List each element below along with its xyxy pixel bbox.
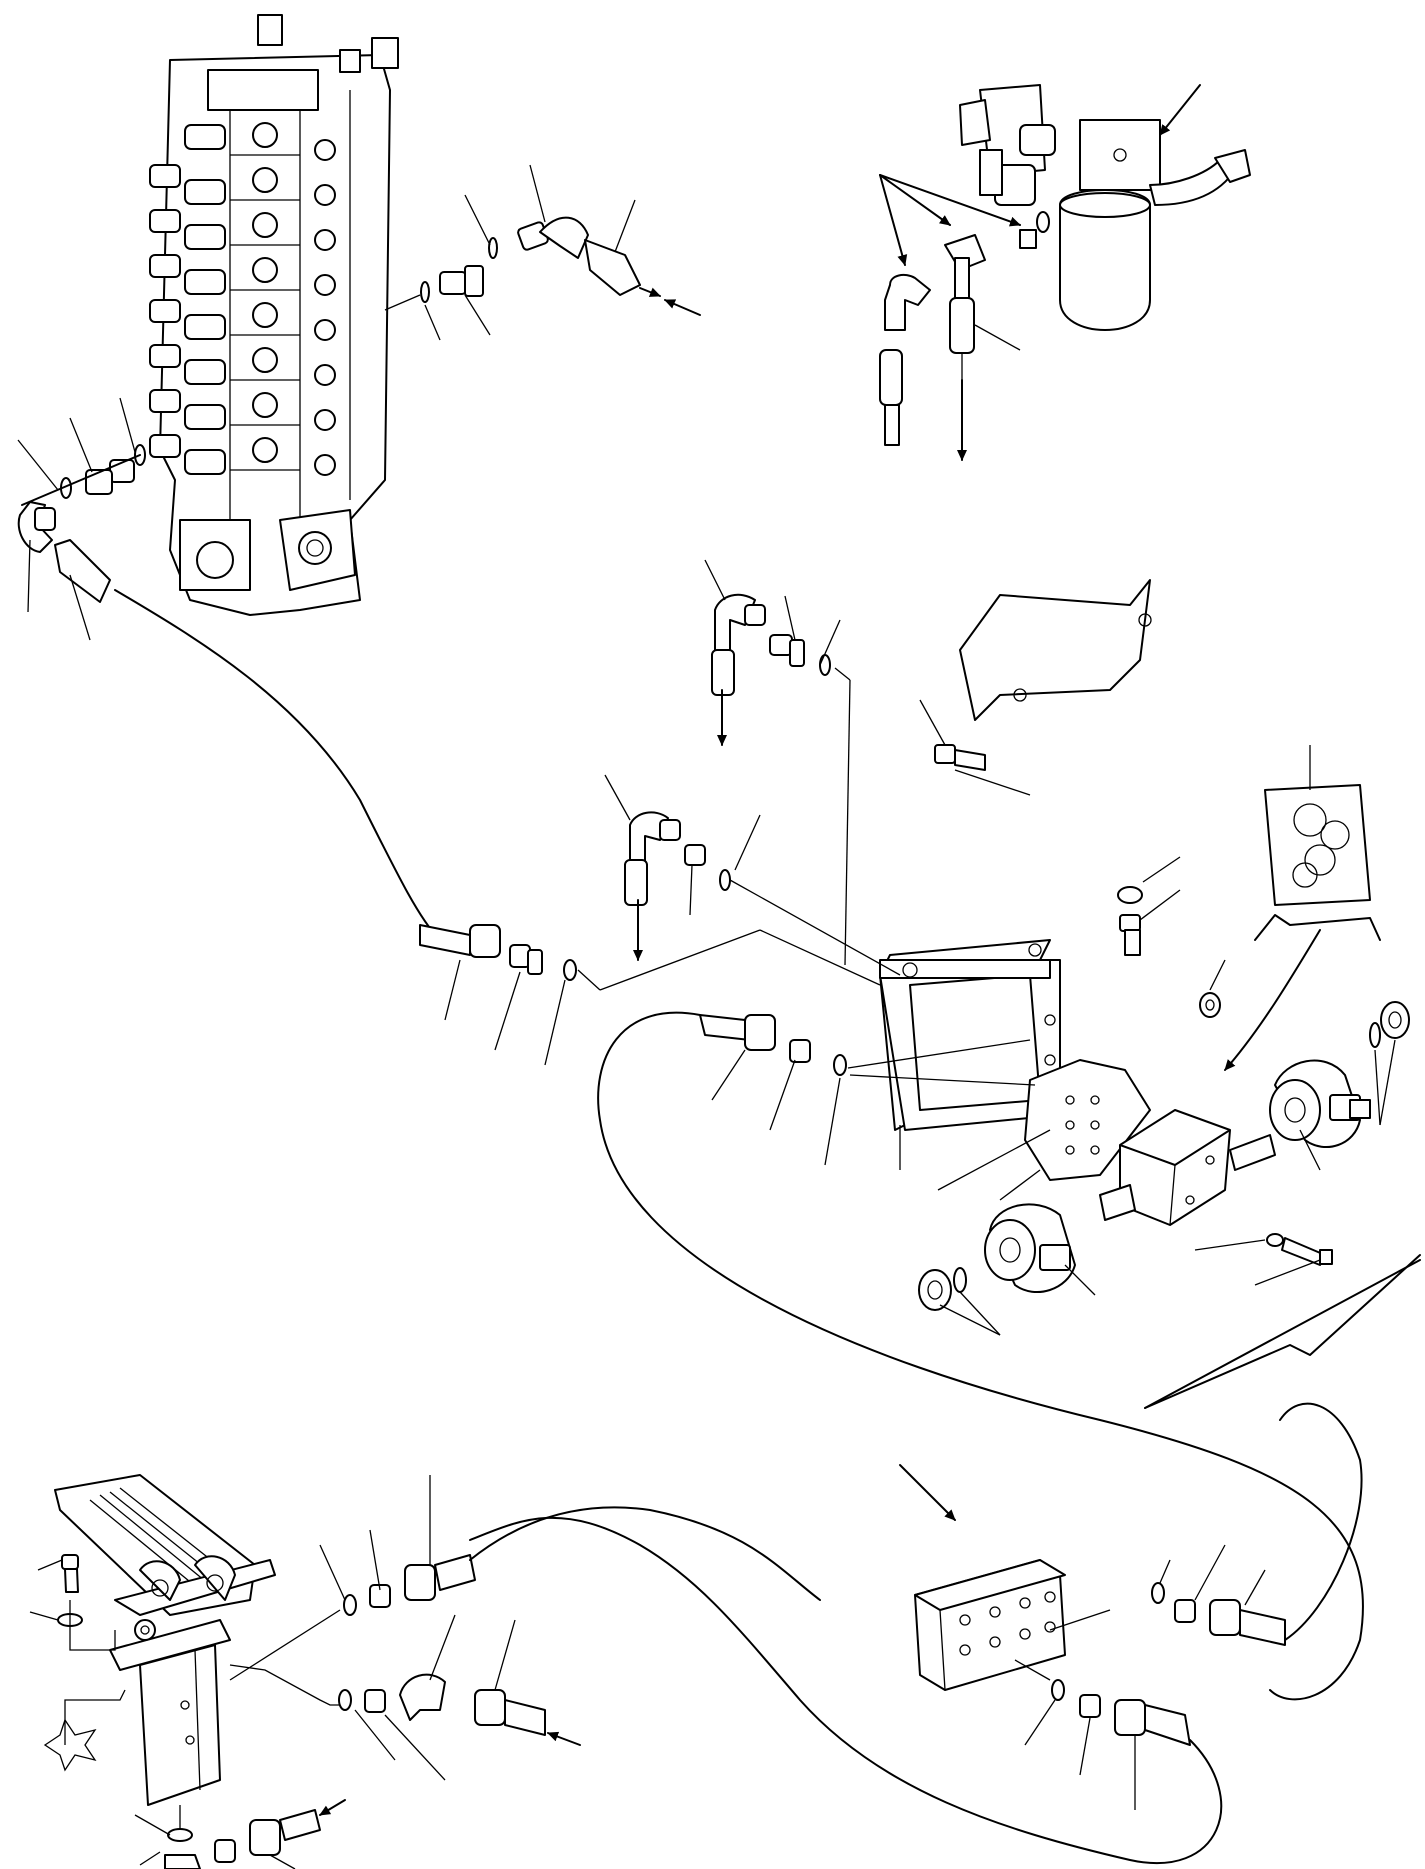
mounting-plate <box>959 579 1152 721</box>
pedal-mount-bolt <box>29 1554 116 1651</box>
solenoid-bracket <box>879 939 1061 1131</box>
group-bracket-top <box>1254 914 1381 941</box>
accumulator-assembly <box>879 84 1251 461</box>
valve-left-port-fittings <box>17 444 146 603</box>
junction-block <box>899 1464 1111 1691</box>
solenoid-valve-block <box>1024 1059 1276 1226</box>
group-bracket-bottom <box>1144 1259 1421 1409</box>
leader-lines-top-left <box>17 164 636 641</box>
junction-upper-fitting <box>1151 1544 1286 1646</box>
pedal-bottom-fitting <box>134 1799 346 1869</box>
solenoid-coil-right <box>1269 1059 1371 1149</box>
solenoid-coil-left <box>984 1203 1076 1294</box>
center-lower-hose-fitting <box>419 924 881 1066</box>
pedal-lower-fitting <box>229 1614 581 1781</box>
pedal-valve-assembly <box>54 1474 276 1806</box>
bolts-right <box>1117 886 1333 1266</box>
lock-nuts <box>918 992 1410 1311</box>
seal-kit-bag <box>1264 745 1371 906</box>
hose-line-4 <box>1279 1402 1363 1641</box>
bolt-top <box>919 699 1031 796</box>
pedal-upper-fitting <box>229 1475 476 1681</box>
valve-right-port-fittings <box>384 216 701 316</box>
junction-lower-fitting <box>1024 1679 1191 1810</box>
center-middle-elbow-fitting <box>604 774 901 976</box>
group-bracket-right <box>1144 1254 1421 1409</box>
hose-line-5 <box>469 1506 821 1601</box>
hose-line-1 <box>114 589 441 941</box>
hose-line-2 <box>597 1011 1364 1701</box>
pedal-floor-mark <box>43 1689 126 1772</box>
center-loop-hose-fitting <box>699 1014 1036 1166</box>
valve-sections <box>149 122 336 476</box>
center-upper-elbow-fitting <box>704 559 851 966</box>
control-valve-assembly <box>149 14 399 616</box>
leader-lines-right <box>899 856 1396 1336</box>
kit-arrow <box>1224 929 1321 1071</box>
hose-line-3 <box>469 1516 1223 1865</box>
